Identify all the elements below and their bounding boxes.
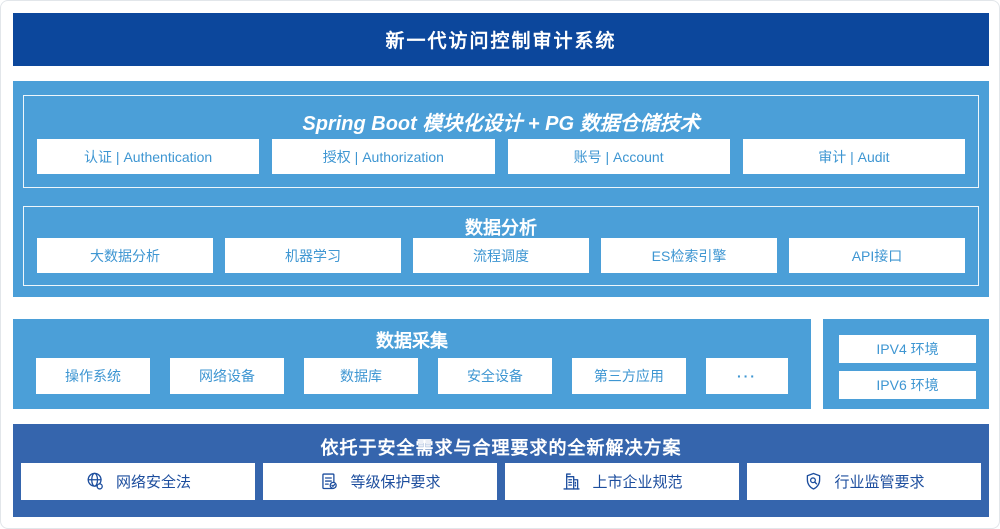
module-box-authorization: 授权 | Authorization: [272, 139, 495, 174]
collection-box-thirdparty: 第三方应用: [571, 358, 686, 394]
analysis-box-bigdata: 大数据分析: [37, 238, 213, 273]
env-box-ipv4: IPV4 环境: [839, 335, 976, 363]
system-title-banner: 新一代访问控制审计系统: [13, 13, 989, 66]
module-box-audit: 审计 | Audit: [742, 139, 965, 174]
solution-label: 行业监管要求: [834, 474, 925, 491]
modules-title: Spring Boot 模块化设计 + PG 数据仓储技术: [302, 113, 700, 135]
system-title: 新一代访问控制审计系统: [385, 31, 617, 52]
analysis-box-workflow: 流程调度: [413, 238, 589, 273]
collection-title: 数据采集: [376, 331, 448, 351]
modules-frame: Spring Boot 模块化设计 + PG 数据仓储技术 认证 | Authe…: [23, 95, 979, 188]
environment-panel: IPV4 环境 IPV6 环境: [823, 319, 989, 409]
module-box-authentication: 认证 | Authentication: [37, 139, 260, 174]
platform-section: Spring Boot 模块化设计 + PG 数据仓储技术 认证 | Authe…: [13, 81, 989, 297]
solution-box-cybersecurity-law: 网络安全法: [21, 463, 255, 500]
building-icon: [563, 473, 581, 490]
solution-title: 依托于安全需求与合理要求的全新解决方案: [320, 438, 682, 458]
analysis-row: 大数据分析 机器学习 流程调度 ES检索引擎 API接口: [37, 238, 965, 273]
collection-box-os: 操作系统: [36, 358, 150, 394]
solution-row: 网络安全法 等级保护要求: [21, 463, 981, 500]
analysis-box-es: ES检索引擎: [601, 238, 777, 273]
solution-box-listed-company: 上市企业规范: [505, 463, 739, 500]
shield-search-icon: [807, 472, 821, 490]
solution-label: 等级保护要求: [350, 474, 441, 491]
module-box-account: 账号 | Account: [507, 139, 730, 174]
document-check-icon: [322, 473, 338, 490]
modules-row: 认证 | Authentication 授权 | Authorization 账…: [37, 139, 965, 174]
env-box-ipv6: IPV6 环境: [839, 371, 976, 399]
collection-box-more: ···: [705, 358, 788, 394]
solution-label: 上市企业规范: [592, 474, 683, 491]
collection-section: 数据采集 操作系统 网络设备 数据库 安全设备 第三方应用 ···: [13, 319, 811, 409]
analysis-box-api: API接口: [789, 238, 965, 273]
collection-row: 操作系统 网络设备 数据库 安全设备 第三方应用 ···: [36, 358, 788, 394]
solution-label: 网络安全法: [115, 474, 191, 491]
collection-box-network-device: 网络设备: [169, 358, 284, 394]
globe-network-icon: [87, 472, 103, 490]
solution-box-industry-regulation: 行业监管要求: [747, 463, 981, 500]
analysis-frame: 数据分析 大数据分析 机器学习 流程调度 ES检索引擎 API接口: [23, 206, 979, 286]
analysis-box-ml: 机器学习: [225, 238, 401, 273]
collection-box-database: 数据库: [303, 358, 418, 394]
solution-box-mlps: 等级保护要求: [263, 463, 497, 500]
solution-section: 依托于安全需求与合理要求的全新解决方案 网络安全法 等级保护要求: [13, 424, 989, 517]
collection-box-security-device: 安全设备: [437, 358, 552, 394]
analysis-title: 数据分析: [465, 218, 537, 238]
